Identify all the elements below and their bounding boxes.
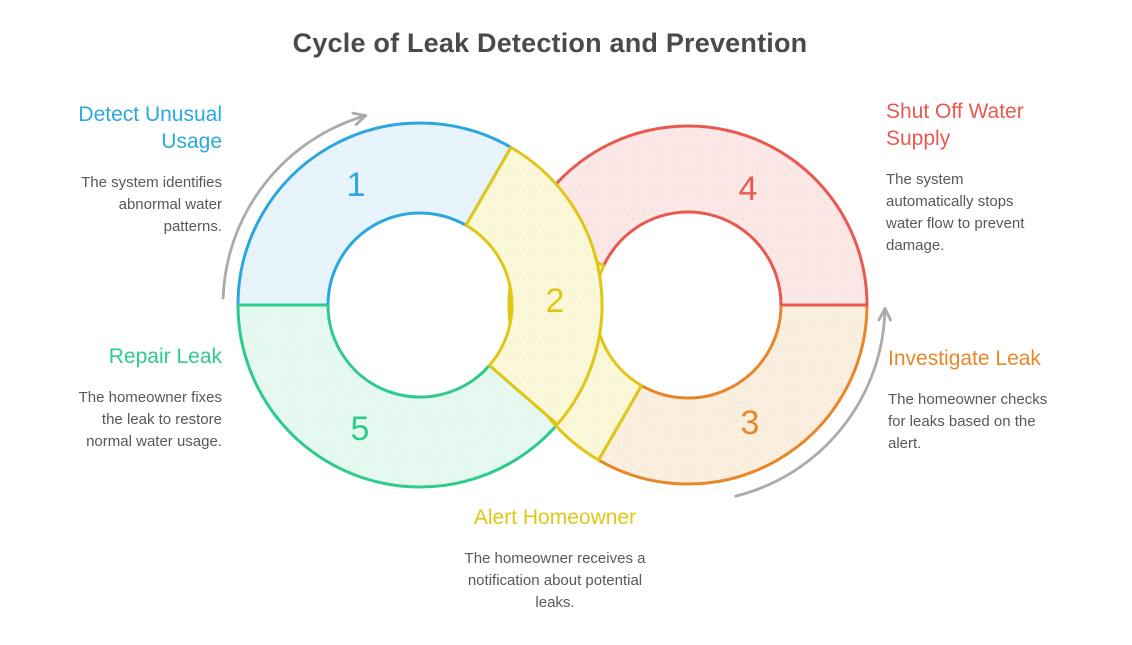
step-title: Investigate Leak	[888, 347, 1041, 370]
step-description: The system identifies abnormal water pat…	[81, 174, 222, 235]
page-title: Cycle of Leak Detection and Prevention	[292, 28, 808, 58]
step-title: Repair Leak	[108, 345, 222, 368]
step-description: The homeowner fixes the leak to restore …	[78, 389, 222, 450]
flow-arrow-top-left	[221, 111, 368, 300]
segment-texture	[598, 305, 867, 485]
step-description: The system automatically stops water flo…	[886, 171, 1025, 254]
step-description: The homeowner checks for leaks based on …	[888, 391, 1048, 452]
step-label-shut-off-water-supply: Shut Off Water Supply The system automat…	[886, 98, 1076, 257]
step-title: Alert Homeowner	[473, 506, 637, 529]
step-description: The homeowner receives a notification ab…	[464, 550, 646, 611]
segment-texture	[238, 305, 558, 488]
flow-arrow-right	[734, 307, 893, 498]
step-label-investigate-leak: Investigate Leak The homeowner checks fo…	[888, 345, 1093, 455]
step-label-alert-homeowner: Alert Homeowner The homeowner receives a…	[424, 504, 686, 614]
step-number-1: 1	[347, 166, 366, 204]
step-title: Detect Unusual Usage	[78, 103, 222, 153]
step-title: Shut Off Water Supply	[886, 100, 1024, 150]
step-number-3: 3	[741, 404, 760, 442]
step-label-repair-leak: Repair Leak The homeowner fixes the leak…	[22, 343, 222, 453]
step-number-4: 4	[739, 170, 758, 208]
segment-texture	[466, 147, 603, 425]
step-number-2: 2	[546, 282, 565, 320]
segment-texture	[525, 125, 867, 305]
segment-texture	[238, 122, 511, 305]
step-number-5: 5	[351, 410, 370, 448]
step-label-detect-unusual-usage: Detect Unusual Usage The system identifi…	[22, 101, 222, 238]
